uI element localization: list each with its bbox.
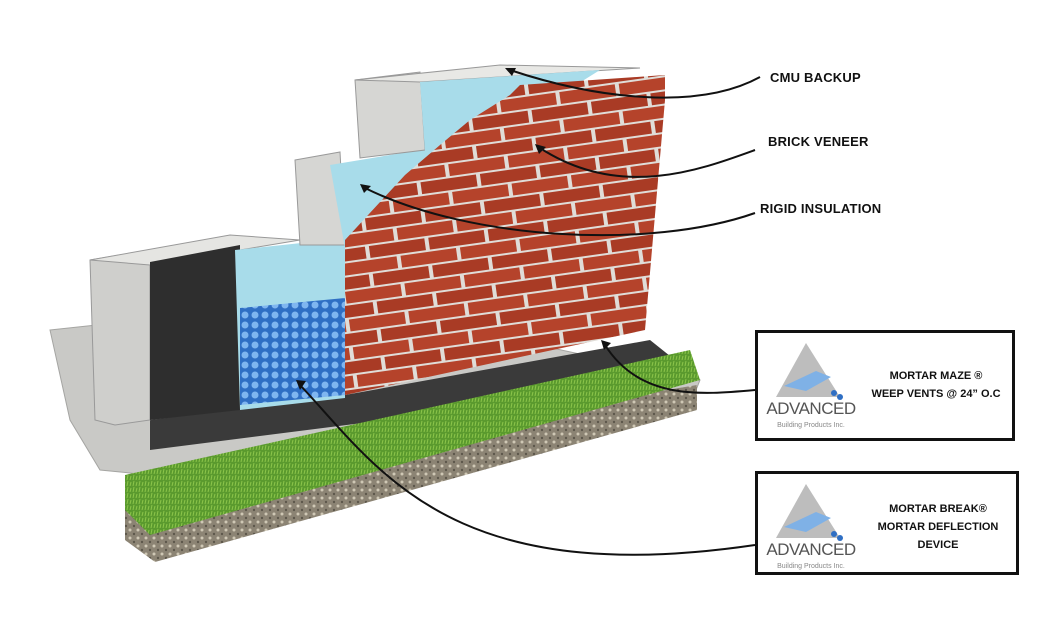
label-rigid-insulation: RIGID INSULATION [760, 201, 882, 216]
air-barrier-membrane [150, 245, 240, 420]
mortar-break-mesh [240, 298, 345, 405]
leader-mortar-maze [604, 344, 756, 394]
label-cmu-backup: CMU BACKUP [770, 70, 861, 85]
footing-dark-membrane [150, 340, 700, 450]
callout-mortar-break: ADVANCED Building Products Inc. MORTAR B… [755, 471, 1019, 575]
advanced-logo: ADVANCED Building Products Inc. [766, 482, 856, 572]
callout-text: MORTAR MAZE ® WEEP VENTS @ 24” O.C [871, 370, 1001, 400]
callout-text: MORTAR BREAK® MORTAR DEFLECTION DEVICE [877, 503, 999, 551]
cmu-block-upper [354, 71, 426, 159]
logo-triangle-icon [776, 484, 843, 541]
leader-cmu-backup [509, 69, 761, 99]
advanced-logo: ADVANCED Building Products Inc. [766, 341, 856, 431]
callout-mortar-maze: ADVANCED Building Products Inc. MORTAR M… [755, 330, 1015, 441]
leader-brick-veneer [539, 147, 756, 178]
logo-triangle-icon [776, 343, 843, 400]
brick-veneer [345, 75, 665, 395]
label-brick-veneer: BRICK VENEER [768, 134, 869, 149]
cmu-top-upper [354, 64, 641, 83]
leader-mortar-break [299, 384, 756, 556]
cmu-block-lower [89, 249, 151, 426]
gravel-layer [125, 385, 697, 562]
grass-layer [125, 350, 700, 535]
leader-rigid-insulation [364, 187, 756, 237]
